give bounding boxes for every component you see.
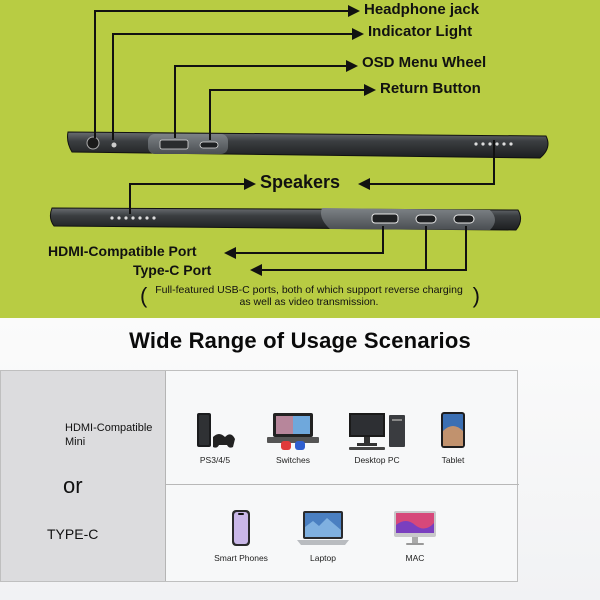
or-label: or — [63, 473, 83, 498]
monitor-edge-top — [67, 131, 549, 159]
mac-icon — [394, 511, 436, 545]
ps5-console-icon — [197, 413, 235, 448]
note-line-2: as well as video transmission. — [239, 296, 379, 308]
note-line-1: Full-featured USB-C ports, both of which… — [155, 284, 463, 296]
usage-title: Wide Range of Usage Scenarios — [129, 328, 471, 353]
device-label: Desktop PC — [354, 455, 400, 465]
callout-indicator-light: Indicator Light — [368, 23, 473, 40]
usb-c-note: ( Full-featured USB-C ports, both of whi… — [140, 284, 480, 309]
port-diagram-panel: Headphone jack Indicator Light OSD Menu … — [0, 0, 600, 318]
speaker-grille-icon — [110, 216, 156, 220]
usb-c-port-icon — [453, 214, 475, 224]
callout-osd-menu-wheel: OSD Menu Wheel — [362, 54, 487, 71]
tablet-icon — [441, 412, 465, 448]
device-laptop: Laptop — [283, 509, 363, 563]
paren-left: ( — [140, 283, 148, 308]
indicator-light-icon — [111, 142, 117, 148]
device-label: MAC — [405, 553, 425, 563]
device-label: PS3/4/5 — [199, 455, 231, 465]
device-label: Tablet — [441, 455, 465, 465]
hdmi-label: HDMI-Compatible Mini — [65, 421, 152, 449]
device-label: Switches — [275, 455, 310, 465]
monitor-edge-bottom — [49, 207, 522, 231]
headphone-jack-icon — [86, 136, 100, 150]
device-ps: PS3/4/5 — [175, 411, 255, 465]
device-smartphone: Smart Phones — [201, 509, 281, 563]
hdmi-label-line-2: Mini — [65, 436, 86, 448]
monitor-side-views — [49, 5, 549, 276]
usb-c-port-icon — [415, 214, 437, 224]
device-label: Smart Phones — [214, 553, 268, 563]
typec-label: TYPE-C — [47, 526, 99, 542]
callout-headphone-jack: Headphone jack — [364, 1, 480, 18]
callout-hdmi-port: HDMI-Compatible Port — [48, 243, 197, 259]
hdmi-port-icon — [371, 213, 399, 224]
paren-right: ) — [472, 283, 480, 308]
leader-lines — [94, 5, 495, 276]
desktop-pc-icon — [349, 413, 405, 450]
row-divider — [166, 484, 519, 485]
device-switch: Switches — [253, 411, 333, 465]
device-desktop-pc: Desktop PC — [337, 411, 417, 465]
return-button-icon — [199, 141, 219, 149]
connection-type-panel: HDMI-Compatible Mini or TYPE-C — [1, 371, 166, 581]
device-tablet: Tablet — [413, 411, 493, 465]
switch-console-icon — [267, 413, 319, 450]
speaker-grille-icon — [474, 142, 513, 146]
usage-table: HDMI-Compatible Mini or TYPE-C PS3/4/5 — [0, 370, 519, 582]
osd-wheel-icon — [159, 139, 189, 150]
callout-return-button: Return Button — [380, 80, 481, 97]
device-mac: MAC — [375, 509, 455, 563]
callout-speakers: Speakers — [260, 172, 341, 192]
port-pad — [321, 208, 495, 230]
callout-typec-port: Type-C Port — [133, 262, 212, 278]
laptop-icon — [297, 511, 349, 545]
device-label: Laptop — [310, 553, 336, 563]
hdmi-label-line-1: HDMI-Compatible — [65, 422, 153, 434]
smartphone-icon — [232, 510, 250, 546]
